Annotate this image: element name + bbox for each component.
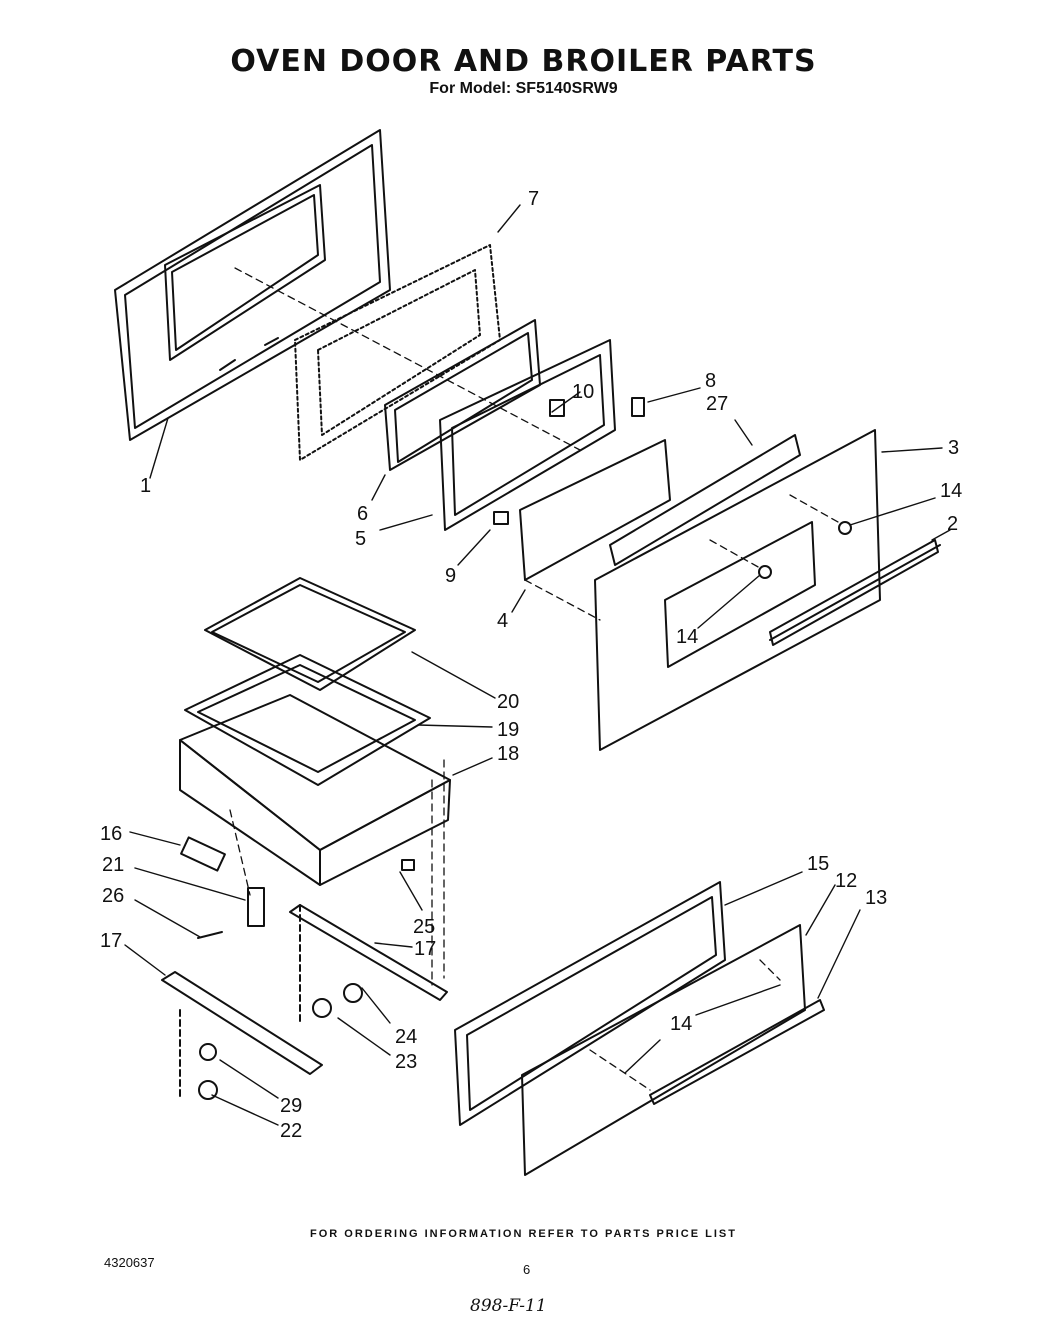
part-rollers: [198, 983, 363, 1100]
callout-14-c: 14: [670, 1013, 692, 1035]
callout-26: 26: [102, 885, 124, 907]
part-hinge-hardware: [493, 397, 852, 579]
callout-25: 25: [413, 916, 435, 938]
part-outer-glass: [519, 439, 671, 581]
callout-4: 4: [497, 610, 508, 632]
leader-lines: [124, 204, 951, 1126]
callout-14-a: 14: [940, 480, 962, 502]
callout-5: 5: [355, 528, 366, 550]
callout-16: 16: [100, 823, 122, 845]
part-inner-door-panel: [114, 129, 391, 441]
callout-1: 1: [140, 475, 151, 497]
assembly-lines: [229, 267, 839, 1091]
callout-9: 9: [445, 565, 456, 587]
part-door-handle: [769, 544, 941, 641]
callout-12: 12: [835, 870, 857, 892]
part-drawer-rail-right: [289, 904, 448, 1026]
callout-8: 8: [705, 370, 716, 392]
part-outer-door: [594, 429, 939, 751]
callout-18: 18: [497, 743, 519, 765]
document-number: 4320637: [104, 1255, 155, 1270]
callout-17-b: 17: [100, 930, 122, 952]
part-broiler-drawer: [179, 694, 451, 886]
part-drawer-handle: [649, 999, 825, 1105]
ordering-footer: FOR ORDERING INFORMATION REFER TO PARTS …: [310, 1228, 737, 1240]
callout-3: 3: [948, 437, 959, 459]
callout-21: 21: [102, 854, 124, 876]
callout-10: 10: [572, 381, 594, 403]
callout-6: 6: [357, 503, 368, 525]
page-title: OVEN DOOR AND BROILER PARTS: [230, 44, 817, 79]
callout-17-a: 17: [414, 938, 436, 960]
part-drawer-outer-panel: [521, 924, 806, 1176]
callout-14-b: 14: [676, 626, 698, 648]
part-drawer-rail-left: [161, 971, 323, 1101]
callout-27: 27: [706, 393, 728, 415]
part-door-gasket: [294, 244, 501, 461]
callout-7: 7: [528, 188, 539, 210]
part-broiler-grid: [204, 577, 416, 691]
page-number: 6: [523, 1262, 531, 1277]
callout-2: 2: [947, 513, 958, 535]
callout-20: 20: [497, 691, 519, 713]
handwritten-note: 898-F-11: [470, 1296, 547, 1316]
callout-15: 15: [807, 853, 829, 875]
part-broiler-pan: [184, 654, 431, 786]
callout-13: 13: [865, 887, 887, 909]
callout-19: 19: [497, 719, 519, 741]
model-subtitle: For Model: SF5140SRW9: [429, 80, 618, 97]
callout-23: 23: [395, 1051, 417, 1073]
part-top-trim: [609, 434, 801, 566]
part-drawer-hardware: [180, 836, 415, 939]
part-drawer-inner-panel: [454, 881, 726, 1126]
callout-24: 24: [395, 1026, 417, 1048]
callout-22: 22: [280, 1120, 302, 1142]
callout-29: 29: [280, 1095, 302, 1117]
callout-labels: 1 7 6 5 9 4 10 8 27 3 14 2 14 20 19 18 1…: [100, 188, 962, 1142]
part-glass-frame: [439, 339, 616, 531]
